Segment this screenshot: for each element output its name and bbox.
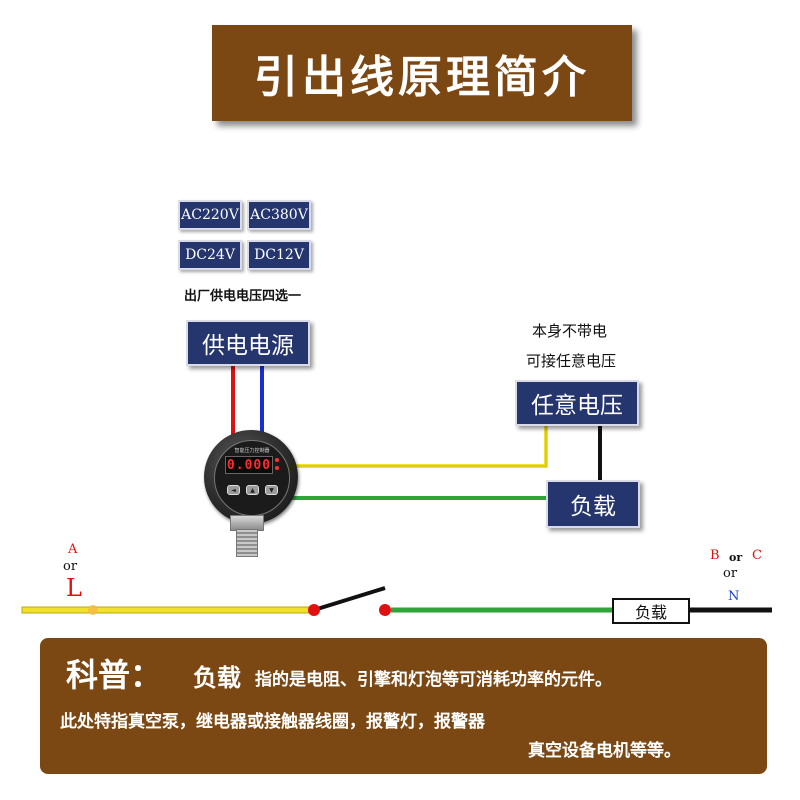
voltage-option-ac380v: AC380V bbox=[247, 200, 311, 230]
circuit-load-box: 负载 bbox=[612, 598, 690, 624]
switch-contact-left bbox=[308, 604, 320, 616]
voltage-option-dc24v: DC24V bbox=[178, 240, 242, 270]
pressure-fitting bbox=[228, 515, 264, 557]
fitting-thread bbox=[236, 529, 258, 557]
info-panel: 科普： 负载 指的是电阻、引擎和灯泡等可消耗功率的元件。 此处特指真空泵，继电器… bbox=[40, 638, 767, 774]
info-line3: 真空设备电机等等。 bbox=[528, 741, 681, 761]
controller-display: 0.000 bbox=[225, 456, 273, 474]
switch-blade bbox=[313, 586, 386, 612]
phase-b-label: B bbox=[710, 548, 720, 563]
title-banner: 引出线原理简介 bbox=[212, 25, 632, 121]
menu-button-icon: ◄ bbox=[227, 485, 240, 495]
switch-contact-right bbox=[379, 604, 391, 616]
down-button-icon: ▼ bbox=[265, 485, 278, 495]
voltage-option-ac220v: AC220V bbox=[178, 200, 242, 230]
spark-mark bbox=[88, 605, 98, 615]
wire-yellow-signal bbox=[291, 426, 548, 468]
phase-or-small-label: or bbox=[729, 551, 743, 564]
info-keyword: 负载 bbox=[193, 664, 241, 692]
controller-caption: 智能压力控制器 bbox=[234, 448, 270, 454]
status-led-icon bbox=[275, 466, 279, 470]
controller-face: 智能压力控制器 0.000 ◄ ▲ ▼ bbox=[214, 440, 290, 516]
phase-c-label: C bbox=[752, 548, 762, 563]
neutral-n-label: N bbox=[728, 589, 740, 604]
load-box: 负载 bbox=[546, 480, 640, 528]
info-heading: 科普： bbox=[66, 656, 163, 694]
phase-or-label: or bbox=[63, 559, 78, 574]
info-line1: 指的是电阻、引擎和灯泡等可消耗功率的元件。 bbox=[255, 670, 612, 690]
voltage-option-dc12v: DC12V bbox=[247, 240, 311, 270]
arbitrary-note-line2: 可接任意电压 bbox=[526, 352, 617, 370]
arbitrary-note-line1: 本身不带电 bbox=[532, 322, 608, 340]
status-led-icon bbox=[275, 458, 279, 462]
page-title: 引出线原理简介 bbox=[254, 52, 590, 103]
up-button-icon: ▲ bbox=[246, 485, 259, 495]
phase-or-label-right: or bbox=[723, 566, 738, 581]
phase-a-label: A bbox=[68, 542, 78, 557]
power-supply-box: 供电电源 bbox=[186, 320, 310, 366]
info-line2: 此处特指真空泵，继电器或接触器线圈，报警灯，报警器 bbox=[60, 712, 485, 732]
wire-yellow-line bbox=[21, 606, 314, 614]
factory-voltage-note: 出厂供电电压四选一 bbox=[184, 289, 302, 304]
arbitrary-voltage-box: 任意电压 bbox=[515, 380, 639, 426]
phase-l-label: L bbox=[66, 574, 82, 602]
pressure-controller: 智能压力控制器 0.000 ◄ ▲ ▼ bbox=[204, 430, 298, 524]
